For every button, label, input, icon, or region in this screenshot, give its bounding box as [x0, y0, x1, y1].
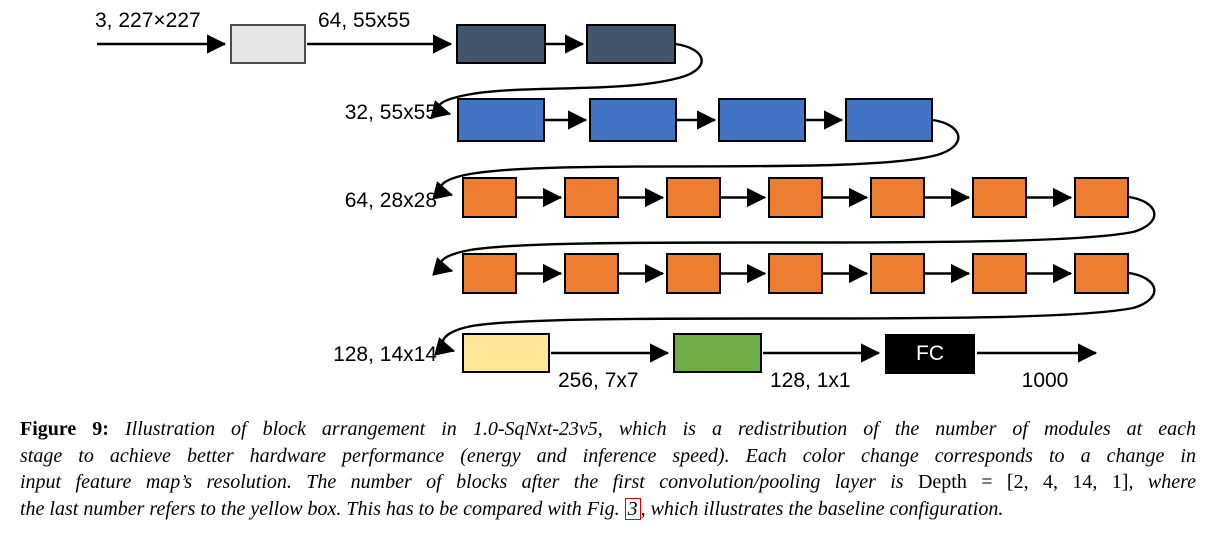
caption-text: stage to achieve better hardware perform…	[20, 444, 1196, 467]
block-stage2-row2-3	[718, 98, 806, 142]
block-stage3-row3-6	[972, 177, 1027, 218]
block-stage3-row3-3	[666, 177, 721, 218]
block-stage3-row3-4	[768, 177, 823, 218]
block-stage3-row3-7	[1074, 177, 1129, 218]
block-stage3-row4-4	[768, 253, 823, 294]
block-stage3-row3-5	[870, 177, 925, 218]
block-stage3-row3-1	[462, 177, 517, 218]
stage5-block	[673, 333, 762, 373]
caption-line-2: stage to achieve better hardware perform…	[20, 443, 1196, 470]
figure-3-citation-link[interactable]: 3	[624, 497, 641, 520]
block-stage2-row2-4	[845, 98, 933, 142]
block-stage2-row2-1	[457, 98, 545, 142]
figure-number-label: Figure 9:	[20, 418, 109, 440]
block-diagram: 3, 227×227 64, 55x55 32, 55x55 64, 28x28…	[95, 9, 1156, 392]
caption-text: input feature map’s resolution. The numb…	[20, 471, 918, 493]
fc-block-label: FC	[916, 342, 944, 365]
fc-block: FC	[885, 334, 975, 374]
caption-text: the last number refers to the yellow box…	[20, 497, 625, 520]
caption-text: , which illustrates the baseline configu…	[640, 497, 1004, 520]
block-stage1-row1-2	[586, 24, 676, 64]
caption-line-3: input feature map’s resolution. The numb…	[20, 469, 1196, 496]
block-stage3-row4-7	[1074, 253, 1129, 294]
figure-caption: Figure 9: Illustration of block arrangem…	[20, 416, 1196, 522]
stage1-dims-label: 64, 55x55	[318, 9, 411, 32]
stage4-dims-label: 128, 14x14	[333, 343, 437, 366]
output-classes-label: 1000	[1021, 369, 1069, 392]
block-stage1-row1-1	[456, 24, 546, 64]
input-dims-label: 3, 227×227	[95, 9, 201, 32]
caption-text: Illustration of block arrangement in 1.0…	[108, 418, 1196, 440]
block-stage3-row4-6	[972, 253, 1027, 294]
depth-formula: Depth = [2, 4, 14, 1]	[917, 471, 1129, 493]
block-stage3-row3-2	[564, 177, 619, 218]
stage2-dims-label: 32, 55x55	[344, 101, 437, 124]
caption-line-1: Figure 9: Illustration of block arrangem…	[20, 416, 1196, 443]
caption-line-4: the last number refers to the yellow box…	[20, 496, 1196, 523]
pool2-dims-label: 128, 1x1	[770, 369, 851, 392]
block-stage2-row2-2	[589, 98, 677, 142]
stem-conv-block	[230, 24, 306, 64]
caption-text: , where	[1128, 471, 1196, 493]
block-stage3-row4-1	[462, 253, 517, 294]
block-stage3-row4-5	[870, 253, 925, 294]
block-stage3-row4-2	[564, 253, 619, 294]
block-stage3-row4-3	[666, 253, 721, 294]
pool1-dims-label: 256, 7x7	[558, 369, 639, 392]
stage4-block	[462, 333, 550, 373]
stage3-dims-label: 64, 28x28	[344, 189, 437, 212]
